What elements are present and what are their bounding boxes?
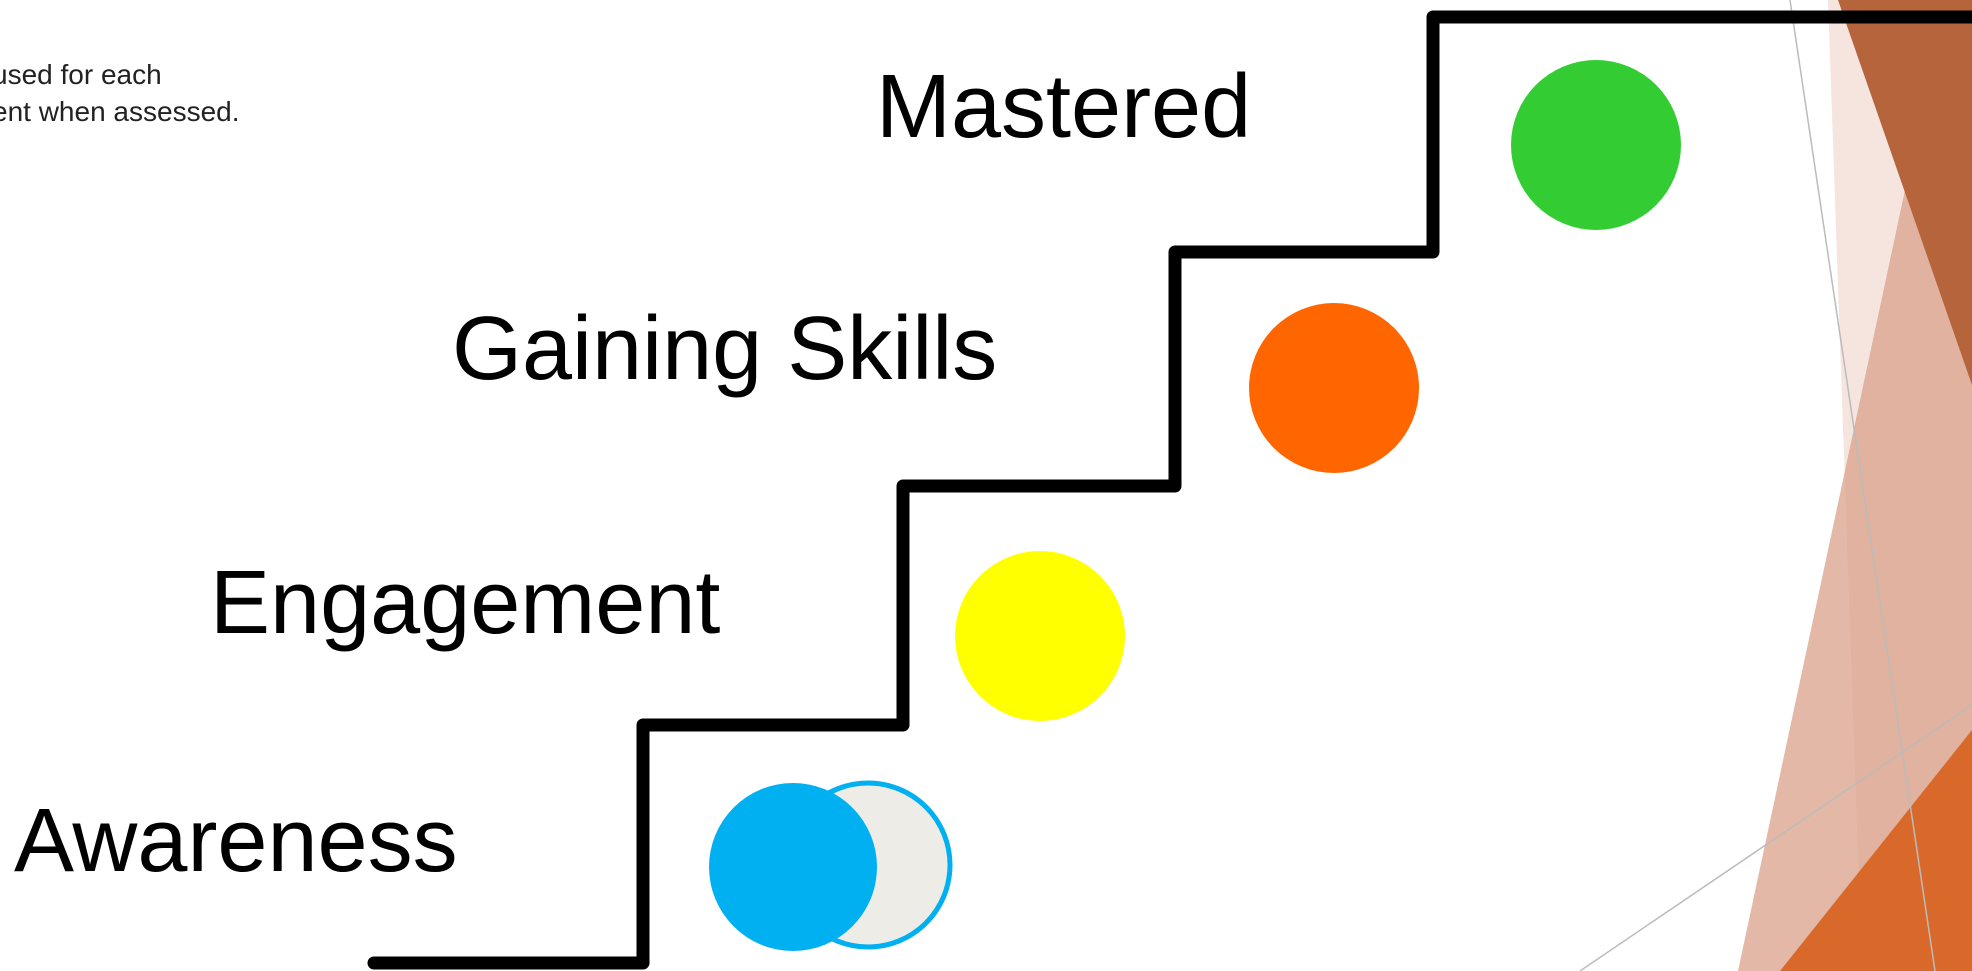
- decor-facet-mid: [1738, 140, 1972, 971]
- decor-facet-dark: [1838, 0, 1972, 385]
- staircase-line: [367, 10, 1972, 970]
- mastered-circle: [1511, 60, 1681, 230]
- level-label-engagement: Engagement: [210, 553, 721, 653]
- caption-line-2: ent when assessed.: [0, 96, 240, 127]
- level-label-awareness: Awareness: [14, 791, 458, 891]
- gaining-skills-circle: [1249, 303, 1419, 473]
- level-label-mastered: Mastered: [876, 57, 1252, 157]
- decor-line: [1789, 0, 1936, 971]
- caption-line-1: used for each: [0, 59, 162, 90]
- level-label-gaining-skills: Gaining Skills: [452, 299, 998, 399]
- engagement-circle: [955, 551, 1125, 721]
- caption-text: used for each ent when assessed.: [0, 56, 240, 130]
- awareness-circle: [709, 783, 877, 951]
- decor-facet-orange: [1780, 730, 1972, 971]
- decor-line: [1579, 704, 1972, 971]
